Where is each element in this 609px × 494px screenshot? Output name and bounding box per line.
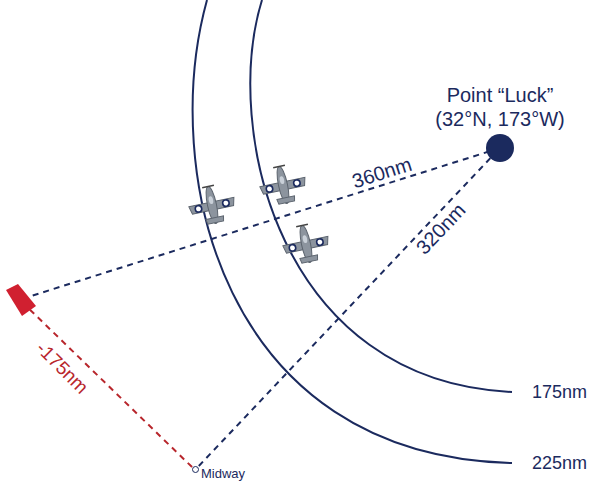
distance-label: 320nm	[412, 199, 471, 259]
course-line	[22, 302, 193, 468]
point-coords: (32°N, 173°W)	[435, 108, 564, 130]
plane-icon	[257, 162, 310, 209]
island-dot: Midway	[192, 466, 199, 473]
distance-label: 360nm	[349, 153, 414, 193]
ship-marker	[6, 284, 36, 316]
range-label: 225nm	[532, 453, 587, 474]
plane-icon	[280, 221, 333, 268]
range-arc	[193, 0, 512, 463]
course-line	[198, 158, 490, 467]
range-arc	[250, 0, 512, 392]
plane-icon	[186, 182, 239, 229]
target-point: Point “Luck”(32°N, 173°W)	[486, 134, 514, 162]
distance-label: -175nm	[31, 337, 92, 398]
range-label: 175nm	[532, 382, 587, 403]
place-name: Midway	[201, 467, 245, 481]
point-name: Point “Luck”	[447, 84, 554, 106]
